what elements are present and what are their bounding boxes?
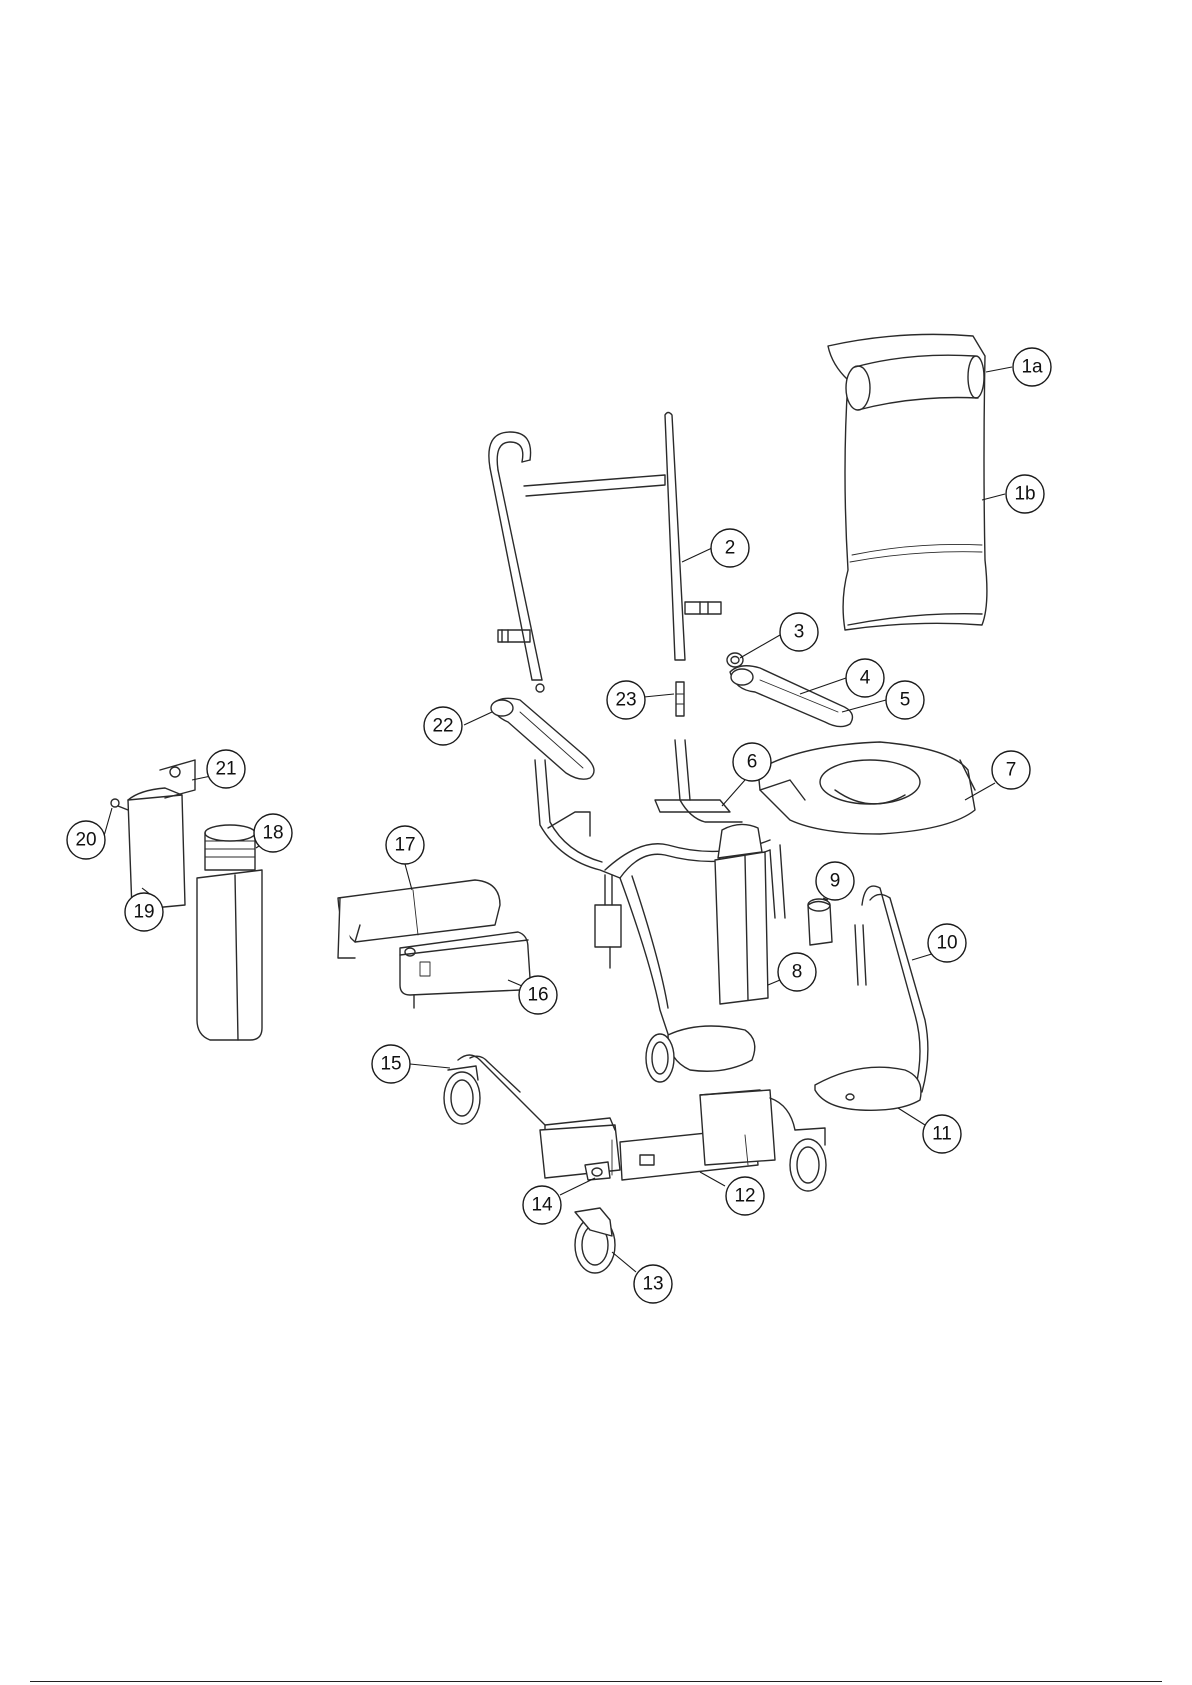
callout-2: 2: [711, 529, 749, 567]
callout-21-label: 21: [215, 759, 236, 780]
callout-20: 20: [67, 821, 105, 859]
callout-22: 22: [424, 707, 462, 745]
right-arm-support: [730, 666, 852, 727]
callout-3-label: 3: [794, 622, 805, 643]
left-footplate: [646, 1026, 755, 1082]
upper-handle-frame: [489, 413, 721, 681]
callout-7: 7: [992, 751, 1030, 789]
caster-wheel: [575, 1208, 615, 1273]
callout-22-label: 22: [432, 716, 453, 737]
callout-6-label: 6: [747, 752, 758, 773]
commode-seat: [758, 742, 975, 834]
callout-9-label: 9: [830, 871, 841, 892]
callout-15-label: 15: [380, 1054, 401, 1075]
actuator-column: [715, 824, 768, 1004]
callout-11: 11: [923, 1115, 961, 1153]
page-bottom-rule: [30, 1681, 1162, 1682]
callout-11-label: 11: [932, 1124, 952, 1145]
left-arm-support: [491, 684, 594, 779]
front-left-caster: [444, 1066, 480, 1124]
right-leg-support: [815, 886, 928, 1110]
callout-6: 6: [733, 743, 771, 781]
callout-10-label: 10: [936, 933, 957, 954]
telescopic-column: [197, 825, 262, 1040]
callout-1a-label: 1a: [1021, 357, 1043, 378]
callout-19: 19: [125, 893, 163, 931]
callout-23-label: 23: [615, 690, 636, 711]
callout-5: 5: [886, 681, 924, 719]
rear-right-caster: [790, 1128, 826, 1191]
callout-4-label: 4: [860, 668, 871, 689]
callout-16-label: 16: [527, 985, 548, 1006]
callout-9: 9: [816, 862, 854, 900]
callout-16: 16: [519, 976, 557, 1014]
brake-pedal: [585, 1162, 610, 1180]
callout-1a: 1a: [1013, 348, 1051, 386]
adjustment-knob: [727, 653, 743, 667]
callout-15: 15: [372, 1045, 410, 1083]
callout-21: 21: [207, 750, 245, 788]
callout-18-label: 18: [262, 823, 283, 844]
callout-12: 12: [726, 1177, 764, 1215]
callout-8: 8: [778, 953, 816, 991]
motor-housing: [111, 760, 195, 910]
callout-18: 18: [254, 814, 292, 852]
callout-17: 17: [386, 826, 424, 864]
callout-23: 23: [607, 681, 645, 719]
callout-1b-label: 1b: [1014, 484, 1035, 505]
callout-10: 10: [928, 924, 966, 962]
callout-14-label: 14: [531, 1195, 553, 1216]
callout-5-label: 5: [900, 690, 911, 711]
callout-1b: 1b: [1006, 475, 1044, 513]
callout-14: 14: [523, 1186, 561, 1224]
callout-13-label: 13: [642, 1274, 663, 1295]
backrest-pad: [828, 334, 987, 630]
callout-8-label: 8: [792, 962, 803, 983]
callout-12-label: 12: [734, 1186, 755, 1207]
control-box: [400, 932, 530, 1008]
callout-20-label: 20: [75, 830, 96, 851]
base-chassis: [458, 1055, 795, 1180]
callout-19-label: 19: [133, 902, 154, 923]
retaining-clip: [808, 899, 832, 945]
callout-7-label: 7: [1006, 760, 1017, 781]
callout-4: 4: [846, 659, 884, 697]
callout-2-label: 2: [725, 538, 736, 559]
callout-17-label: 17: [394, 835, 415, 856]
connecting-pin: [676, 682, 684, 716]
callout-3: 3: [780, 613, 818, 651]
callout-13: 13: [634, 1265, 672, 1303]
